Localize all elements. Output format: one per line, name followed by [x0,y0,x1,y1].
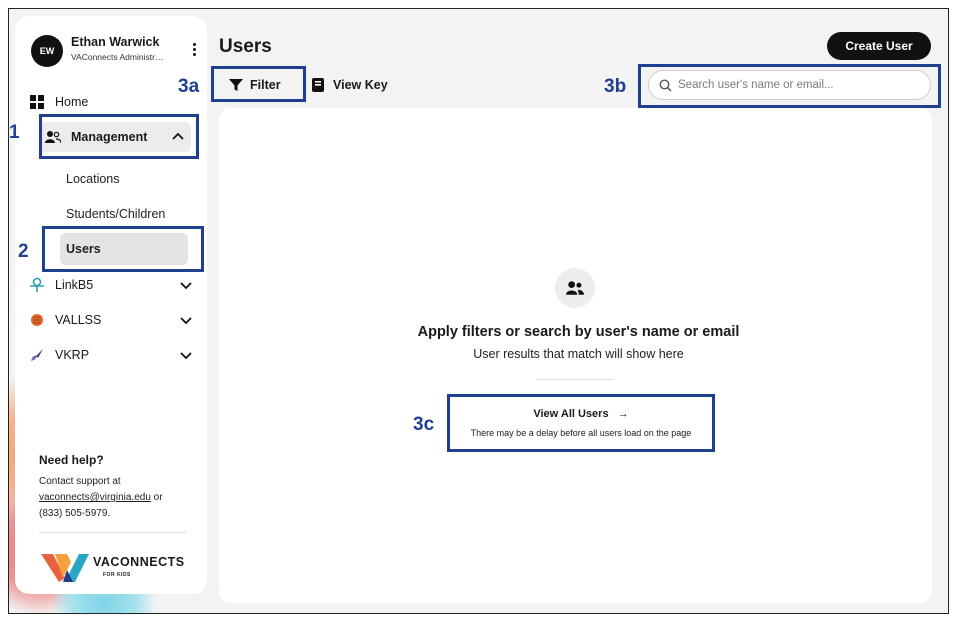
chevron-up-icon [172,132,184,140]
search-box[interactable] [648,70,931,100]
chevron-down-icon [180,282,192,290]
sidebar-item-vkrp[interactable]: VKRP [29,340,199,370]
users-icon [555,268,595,308]
annotation-label-3b: 3b [604,76,627,97]
filter-icon [229,78,243,92]
annotation-box-1 [39,114,199,159]
sidebar-item-label: VKRP [55,348,90,362]
sidebar-subitem-users[interactable]: Users [60,233,188,265]
sidebar-item-label: Management [71,130,148,144]
annotation-box-3c [447,394,715,452]
view-all-note: There may be a delay before all users lo… [470,428,692,438]
avatar: EW [31,35,63,67]
sidebar-subitem-locations[interactable]: Locations [66,172,120,186]
view-all-label: View All Users [533,408,609,420]
annotation-label-3c: 3c [413,414,435,435]
sidebar-divider [39,532,187,533]
view-all-users-button[interactable]: View All Users → [452,408,710,420]
sidebar-item-label: LinkB5 [55,278,94,292]
help-prefix: Contact support at [39,476,121,487]
rocket-icon [29,347,45,363]
results-panel [219,108,932,603]
sidebar: EW Ethan Warwick VAConnects Administrato… [15,16,207,594]
sidebar-item-home[interactable]: Home [29,87,199,117]
empty-state-subtitle: User results that match will show here [473,347,684,361]
users-icon [45,129,61,145]
sidebar-item-label: Home [55,95,89,109]
search-icon [659,78,672,91]
annotation-box-2 [42,226,204,272]
linkb5-icon [29,277,45,293]
user-name: Ethan Warwick [71,35,160,49]
sidebar-subitem-students[interactable]: Students/Children [66,207,166,221]
empty-state-title: Apply filters or search by user's name o… [417,324,740,340]
arrow-right-icon: → [617,408,629,420]
create-user-button[interactable]: Create User [827,32,931,60]
filter-button[interactable]: Filter [229,74,281,96]
vallss-icon [29,312,45,328]
logo-text: VACONNECTS [93,555,185,569]
sidebar-item-linkb5[interactable]: LinkB5 [29,270,199,300]
page-title: Users [219,36,272,57]
sidebar-item-label: VALLSS [55,313,102,327]
search-input[interactable] [678,79,908,91]
user-profile: EW Ethan Warwick VAConnects Administrato… [31,30,201,70]
view-key-button[interactable]: View Key [312,74,388,96]
chevron-down-icon [180,352,192,360]
annotation-label-1: 1 [9,122,20,143]
logo-subtext: FOR KIDS [103,572,131,578]
more-options-icon[interactable] [187,38,201,60]
help-or: or [153,492,163,503]
logo-mark-icon [41,554,89,582]
help-text: Contact support at vaconnects@virginia.e… [39,474,189,522]
support-phone: (833) 505-5979. [39,508,111,519]
sidebar-item-vallss[interactable]: VALLSS [29,305,199,335]
help-title: Need help? [39,453,104,467]
sidebar-item-management[interactable]: Management [39,122,191,152]
vaconnects-logo: VACONNECTS FOR KIDS [41,548,191,584]
support-email-link[interactable]: vaconnects@virginia.edu [39,492,151,503]
annotation-box-3b [638,64,941,108]
key-book-icon [312,78,326,92]
chevron-down-icon [180,317,192,325]
view-key-label: View Key [333,78,388,92]
annotation-label-3a: 3a [178,76,200,97]
grid-icon [29,94,45,110]
annotation-label-2: 2 [18,241,29,262]
user-role: VAConnects Administrator [71,52,167,62]
filter-label: Filter [250,78,281,92]
empty-state-divider [536,379,614,380]
annotation-box-3a [211,66,306,102]
